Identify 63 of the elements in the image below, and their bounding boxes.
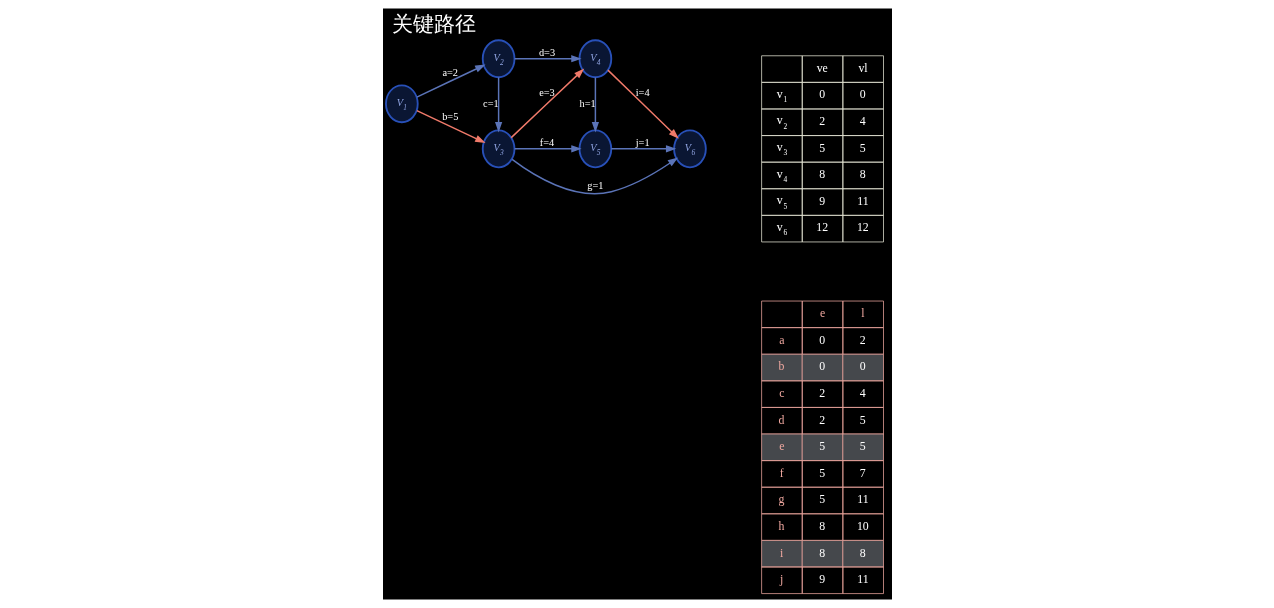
label: b [778, 359, 785, 374]
edge-label: e=3 [538, 86, 555, 98]
label: 11 [856, 492, 869, 507]
label: 4 [859, 114, 866, 129]
label: ve [816, 60, 828, 75]
edge-label: i=4 [635, 86, 650, 98]
label: a [778, 332, 785, 347]
label: 11 [856, 193, 869, 208]
label: 12 [856, 220, 869, 235]
label: 2 [859, 332, 866, 347]
label: v$_{5}$ [776, 193, 787, 211]
label: 8 [818, 167, 825, 182]
label: l [860, 306, 865, 321]
label: 2 [818, 114, 825, 129]
label: 0 [818, 359, 825, 374]
edge-label: j=1 [635, 137, 650, 149]
label: v$_{1}$ [776, 86, 787, 105]
label: 8 [818, 545, 825, 560]
edge-label: d=3 [538, 46, 555, 58]
label: 5 [818, 465, 825, 480]
label: 12 [815, 220, 828, 235]
label: 2 [818, 385, 825, 400]
label: j [779, 572, 783, 587]
label: d [778, 412, 785, 427]
label: 0 [818, 332, 825, 347]
label: g [778, 492, 785, 507]
label: 8 [859, 167, 866, 182]
label: h [778, 518, 785, 533]
label: 5 [859, 412, 866, 427]
label: vl [857, 60, 868, 75]
label: c [778, 385, 785, 400]
diagram-title: 关键路径 [391, 11, 476, 36]
label: 7 [859, 465, 866, 480]
label: 11 [856, 572, 869, 587]
label: v$_{6}$ [776, 219, 787, 238]
label: i [779, 545, 783, 560]
label: v$_{4}$ [776, 166, 787, 185]
label: 0 [859, 359, 866, 374]
label: 8 [859, 545, 866, 560]
label: 2 [818, 412, 825, 427]
edge-label: g=1 [586, 179, 603, 191]
edge-label: h=1 [579, 97, 596, 109]
edge-label: c=1 [482, 97, 499, 109]
label: 9 [818, 572, 825, 587]
edge-label: b=5 [441, 111, 458, 123]
label: 5 [818, 140, 825, 155]
label: f [779, 465, 784, 480]
edge-label: f=4 [539, 137, 554, 149]
label: e [819, 306, 825, 321]
label: 5 [859, 439, 866, 454]
edge-label: a=2 [441, 66, 458, 78]
label: 5 [818, 439, 825, 454]
label: e [778, 439, 785, 454]
label: 0 [818, 87, 825, 102]
label: 0 [859, 87, 866, 102]
label: v$_{3}$ [776, 139, 787, 158]
label: 9 [818, 193, 825, 208]
label: 5 [859, 140, 866, 155]
label: 4 [859, 385, 866, 400]
label: 10 [856, 518, 869, 533]
label: v$_{2}$ [776, 113, 787, 131]
label: 8 [818, 518, 825, 533]
label: 5 [818, 492, 825, 507]
